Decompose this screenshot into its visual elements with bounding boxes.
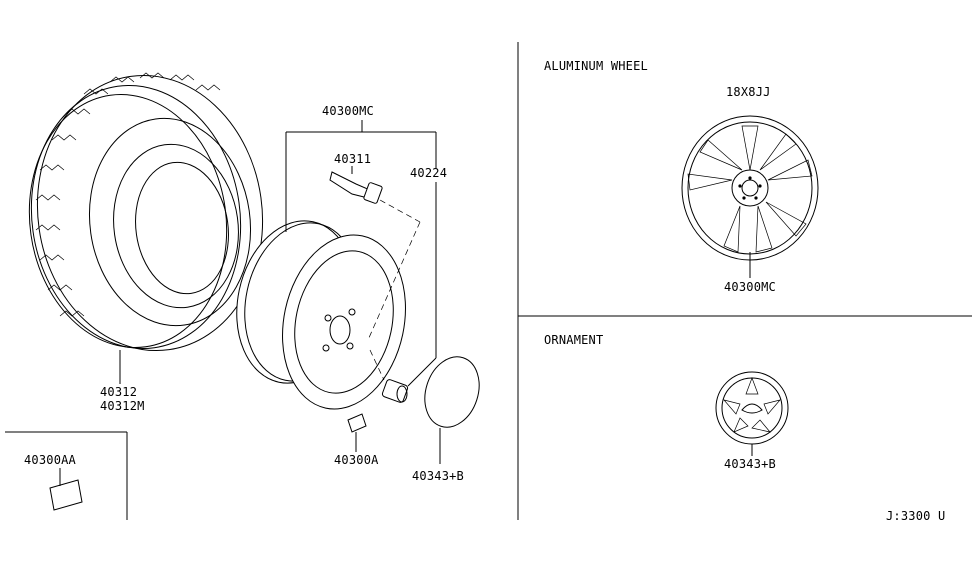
ornament-illustration — [715, 371, 789, 456]
nut-part-number: 40224 — [410, 166, 447, 180]
weight-illustration — [347, 413, 367, 452]
wheel-size-label: 18X8JJ — [726, 85, 771, 99]
cap-illustration — [424, 356, 480, 464]
diagram-code: J:3300 U — [886, 509, 945, 523]
ornament-title: ORNAMENT — [544, 333, 603, 347]
tire-illustration — [28, 72, 264, 384]
tire-alt-part-number: 40312M — [100, 399, 145, 413]
ornament-part-number: 40343+B — [724, 457, 776, 471]
wheel-assembly-part-number: 40300MC — [322, 104, 374, 118]
cap-part-number: 40343+B — [412, 469, 464, 483]
section-dividers — [5, 42, 972, 520]
aluminum-wheel-title: ALUMINUM WHEEL — [544, 59, 648, 73]
label-plate-part-number: 40300AA — [24, 453, 77, 467]
weight-part-number: 40300A — [334, 453, 379, 467]
nut-illustration — [369, 132, 437, 403]
label-plate-illustration — [49, 468, 83, 511]
aluminum-wheel-part-number: 40300MC — [724, 280, 776, 294]
wheel-illustration — [236, 120, 436, 410]
aluminum-wheel-illustration — [681, 115, 819, 278]
valve-part-number: 40311 — [334, 152, 371, 166]
valve-illustration — [329, 166, 421, 341]
tire-part-number: 40312 — [100, 385, 137, 399]
